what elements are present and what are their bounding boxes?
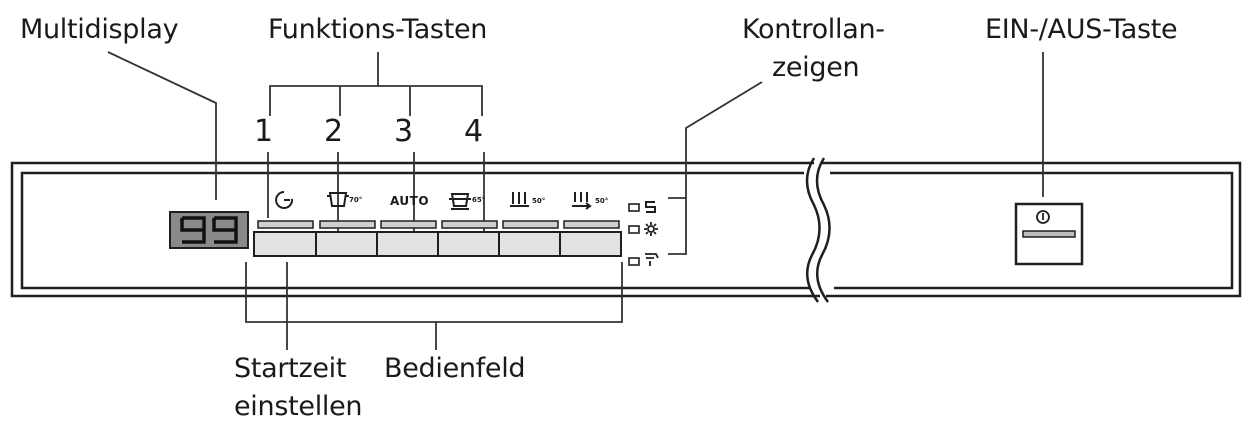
leader-lines (107, 51, 1044, 350)
function-number-1: 1 (254, 114, 274, 149)
power-button-strip (1022, 230, 1076, 238)
button-function-2[interactable] (377, 232, 438, 256)
label-startzeit-2: einstellen (234, 391, 363, 422)
button-function-4[interactable] (499, 232, 560, 256)
label-funktionstasten: Funktions-Tasten (268, 14, 488, 45)
salt-indicator-icon (645, 201, 656, 213)
pot-icon-2 (449, 193, 471, 210)
display-digits (180, 216, 238, 244)
timer-icon (275, 191, 294, 209)
rinse-icon (572, 192, 592, 210)
function-number-4: 4 (464, 114, 484, 149)
break-mark (805, 157, 831, 303)
program-label-65: 65° (472, 196, 486, 204)
button-function-1[interactable] (316, 232, 377, 256)
label-ein-aus-taste: EIN-/AUS-Taste (985, 14, 1178, 45)
function-number-2: 2 (324, 114, 344, 149)
power-icon (1036, 210, 1050, 224)
button-function-3[interactable] (438, 232, 499, 256)
program-label-auto: AUTO (390, 194, 430, 208)
label-startzeit-1: Startzeit (234, 353, 347, 384)
program-label-50a: 50° (532, 197, 546, 205)
label-kontrollanzeigen-2: zeigen (772, 52, 860, 83)
rinse-aid-indicator-icon (644, 222, 658, 236)
program-label-50b: 50° (595, 197, 609, 205)
power-button[interactable] (1016, 204, 1082, 264)
function-number-3: 3 (394, 114, 414, 149)
button-startzeit[interactable] (254, 232, 316, 256)
dishes-icon (510, 192, 529, 207)
pot-icon (327, 192, 349, 207)
function-strips (257, 220, 620, 229)
label-bedienfeld: Bedienfeld (384, 353, 526, 384)
label-kontrollanzeigen-1: Kontrollan- (742, 14, 885, 45)
water-tap-indicator-icon (645, 253, 659, 266)
button-function-5[interactable] (560, 232, 621, 256)
indicator-leds (628, 203, 640, 266)
label-multidisplay: Multidisplay (20, 14, 179, 45)
panel-outline (10, 161, 1242, 298)
button-row (253, 231, 622, 257)
program-label-70: 70° (349, 196, 363, 204)
